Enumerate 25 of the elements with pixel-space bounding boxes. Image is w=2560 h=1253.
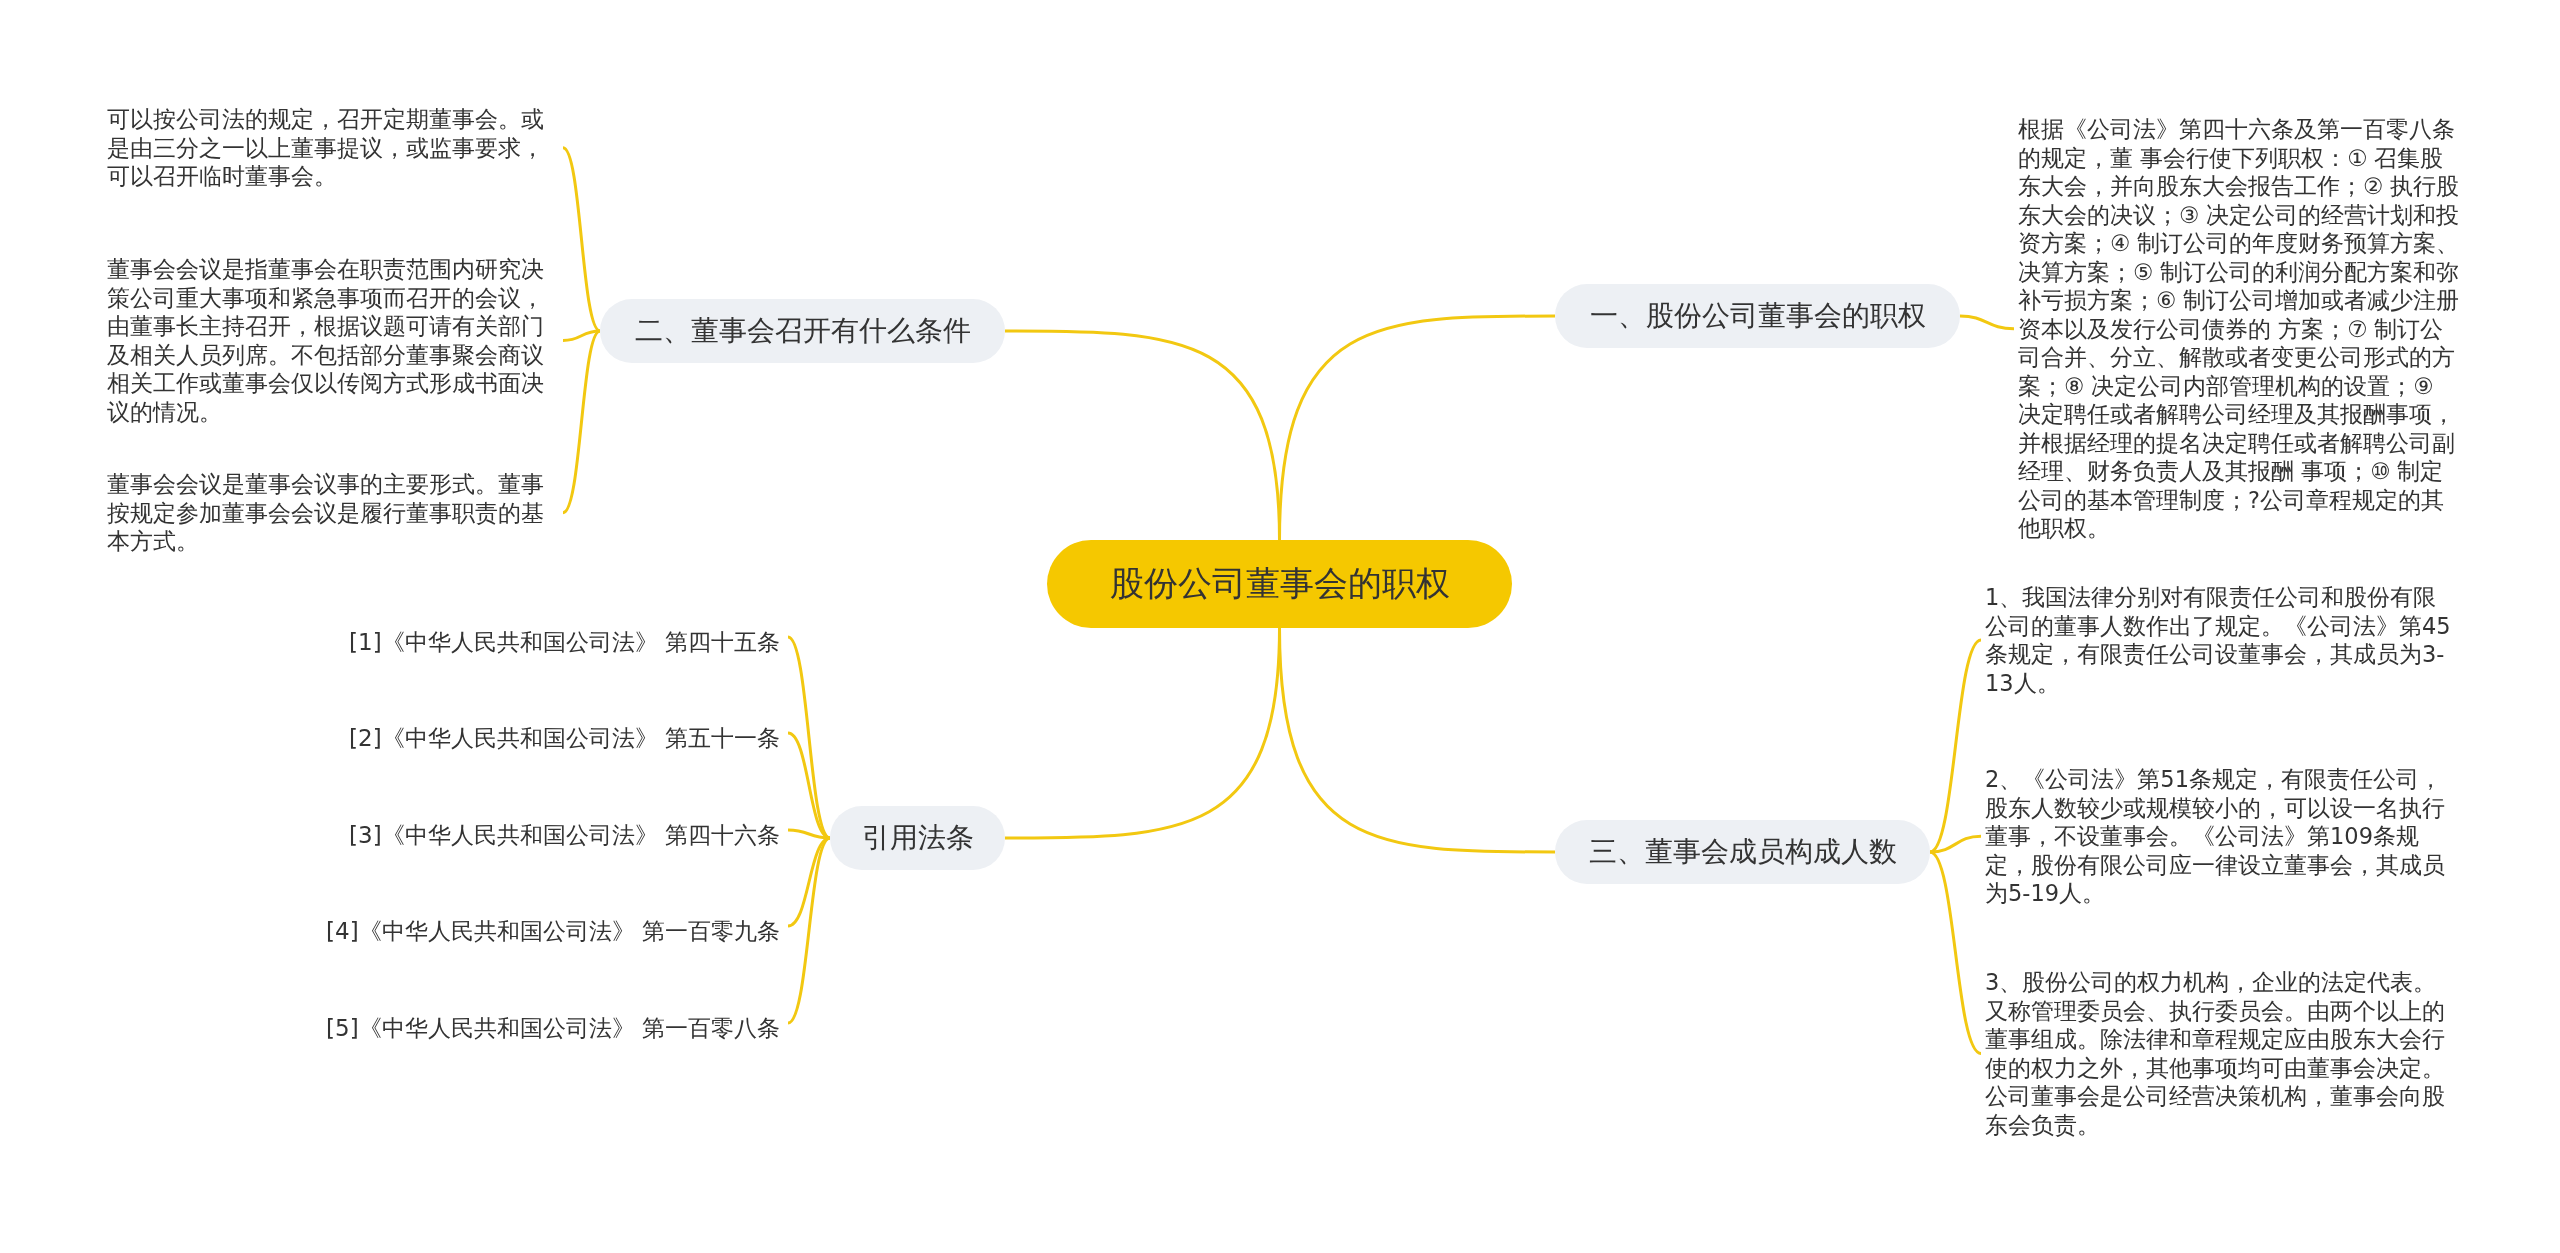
connector-line xyxy=(1959,314,2015,331)
topic-text: 根据《公司法》第四十六条及第一百零八条的规定，董 事会行使下列职权：① 召集股东大会，并向股东大会报告工作；② 执行股东大会的决议；③ 决定公司的经营计划和投资方案；④ 制订公司的年度财务预算方案、决算方案；⑤ 制订公司的利润分配方案和弥补亏损方案；⑥ 制订公司增加或者减少注册资本以及发行公司债券的 方案；⑦ 制订公司合并、分立、解散或者变更公司形式的方案；⑧ 决定公司内部管理机构的设置；⑨ 决定聘任或者解聘公司经理及其报酬事项，并根据经理的提名决定聘任或者解聘公司副经理、财务负责人及其报酬 事项；⑩ 制定公司的基本管理制度；?公司章程规定的其他职权。 xyxy=(2018,115,2460,543)
connector-line xyxy=(787,836,831,1025)
citation-text: [5]《中华人民共和国公司法》 第一百零八条 xyxy=(326,1013,780,1043)
topic-box: 一、股份公司董事会的职权 xyxy=(1555,284,1960,348)
topic-text: 可以按公司法的规定，召开定期董事会。或是由三分之一以上董事提议，或监事要求，可以召开临时董事会。 xyxy=(107,105,555,191)
connector-line xyxy=(1005,329,1281,541)
topic-text: 董事会会议是董事会议事的主要形式。董事按规定参加董事会会议是履行董事职责的基本方式。 xyxy=(107,470,555,556)
topic-text: 2、《公司法》第51条规定，有限责任公司，股东人数较少或规模较小的，可以设一名执行董事，不设董事会。《公司法》第109条规定，股份有限公司应一律设立董事会，其成员为5-19人。 xyxy=(1985,765,2455,908)
connector-line xyxy=(1005,627,1281,840)
citation-text: [2]《中华人民共和国公司法》 第五十一条 xyxy=(349,723,780,753)
topic-text: 董事会会议是指董事会在职责范围内研究决策公司重大事项和紧急事项而召开的会议，由董事长主持召开，根据议题可请有关部门及相关人员列席。不包括部分董事聚会商议相关工作或董事会仅以传阅方式形成书面决议的情况。 xyxy=(107,255,555,426)
topic-text: 1、我国法律分别对有限责任公司和股份有限公司的董事人数作出了规定。《公司法》第45条规定，有限责任公司设董事会，其成员为3-13人。 xyxy=(1985,583,2455,697)
connector-line xyxy=(562,329,601,514)
topic-text: 3、股份公司的权力机构，企业的法定代表。又称管理委员会、执行委员会。由两个以上的董事组成。除法律和章程规定应由股东大会行使的权力之外，其他事项均可由董事会决定。公司董事会是公司经营决策机构，董事会向股东会负责。 xyxy=(1985,968,2455,1139)
citation-text: [4]《中华人民共和国公司法》 第一百零九条 xyxy=(326,916,780,946)
connector-line xyxy=(1929,850,1982,1055)
topic-box: 引用法条 xyxy=(830,806,1005,870)
citation-text: [3]《中华人民共和国公司法》 第四十六条 xyxy=(349,820,780,850)
topic-box: 二、董事会召开有什么条件 xyxy=(600,299,1005,363)
connector-line xyxy=(1929,834,1982,854)
central-topic: 股份公司董事会的职权 xyxy=(1047,540,1512,628)
connector-line xyxy=(562,146,601,333)
topic-box: 三、董事会成员构成人数 xyxy=(1555,820,1930,884)
citation-text: [1]《中华人民共和国公司法》 第四十五条 xyxy=(349,627,780,657)
